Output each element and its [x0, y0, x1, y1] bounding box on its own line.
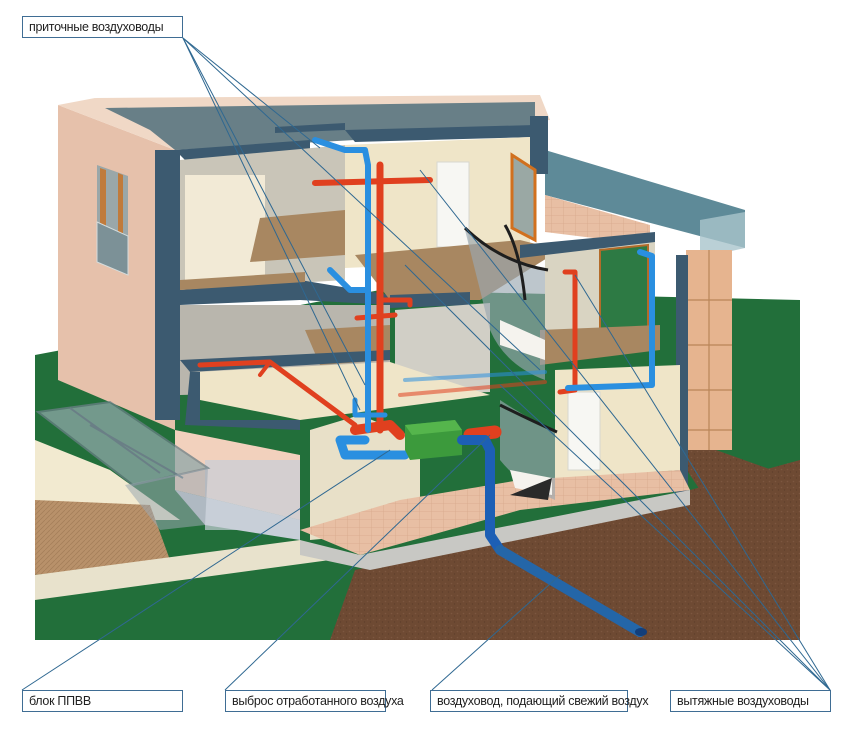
roof	[95, 95, 550, 174]
label-ppvv-unit: блок ППВВ	[22, 690, 183, 712]
fresh-air-intake-duct	[457, 435, 647, 637]
exhaust-ducts	[197, 161, 578, 442]
supply-ducts	[312, 137, 655, 460]
glass-canopy	[35, 400, 211, 530]
label-fresh-air-duct: воздуховод, подающий свежий воздух	[430, 690, 649, 712]
leader-lines	[21, 37, 831, 691]
ppvv-unit	[405, 420, 462, 460]
label-exhaust-air-outlet: выброс отработанного воздуха	[225, 690, 404, 712]
label-extract-ducts: вытяжные воздуховоды	[670, 690, 831, 712]
label-supply-ducts: приточные воздуховоды	[22, 16, 183, 38]
spiral-staircase	[463, 224, 558, 500]
